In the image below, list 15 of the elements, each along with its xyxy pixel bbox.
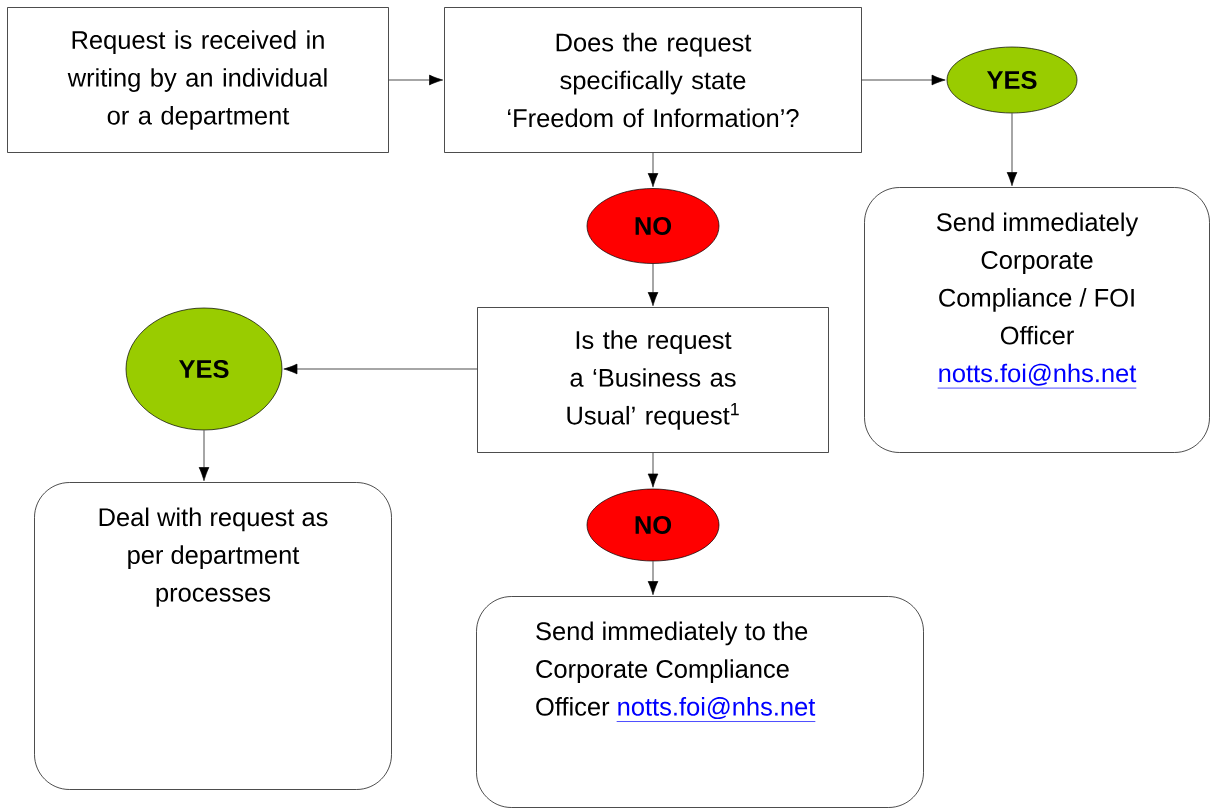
arrow [647, 561, 659, 596]
arrow [647, 452, 659, 488]
arrow [647, 263, 659, 307]
outcome-box: Deal with request as per department processes [34, 482, 392, 790]
arrow [647, 152, 659, 188]
arrow [198, 430, 210, 482]
arrow [1006, 113, 1018, 187]
arrow [861, 74, 946, 86]
process-box: Is the request a ‘Business as Usual’ request$^{1}$ [477, 307, 829, 453]
process-box: Request is received in writing by an individual or a department [7, 7, 389, 153]
arrow [283, 363, 478, 375]
outcome-box: Send immediately to the Corporate Compliance Officer notts.foi@nhs.net [476, 596, 924, 808]
arrow [388, 74, 444, 86]
outcome-box: Send immediately Corporate Compliance / FOI Officer notts.foi@nhs.net [864, 187, 1210, 453]
process-box: Does the request specifically state ‘Freedom of Information’? [444, 7, 862, 153]
